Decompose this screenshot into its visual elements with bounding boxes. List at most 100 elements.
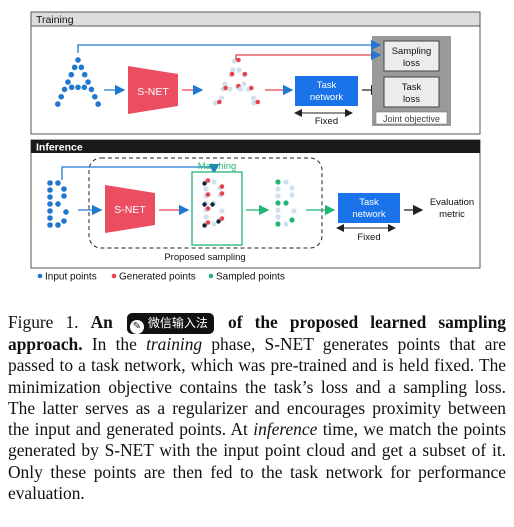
generated-point bbox=[223, 85, 228, 91]
faded-point bbox=[275, 214, 281, 220]
training-panel: Training S-NET Task network Fixed Sampli… bbox=[30, 11, 481, 135]
faded-point bbox=[291, 208, 297, 214]
caption-prefix: Figure 1. bbox=[8, 312, 91, 332]
matched-point bbox=[202, 223, 207, 228]
faded-point bbox=[251, 100, 257, 106]
generated-point bbox=[205, 178, 211, 183]
input-point bbox=[78, 64, 85, 71]
faded-point bbox=[283, 179, 289, 185]
input-point bbox=[68, 84, 75, 91]
input-point bbox=[55, 101, 61, 107]
faded-point bbox=[237, 86, 244, 92]
inference-header: Inference bbox=[36, 142, 83, 154]
watermark-logo-icon: ✎ bbox=[129, 320, 144, 334]
faded-point bbox=[203, 214, 209, 220]
input-point bbox=[88, 86, 95, 93]
matched-point bbox=[202, 202, 207, 207]
faded-point bbox=[203, 186, 209, 192]
input-point bbox=[92, 93, 98, 100]
sampled-point bbox=[275, 221, 281, 227]
generated-point bbox=[219, 191, 225, 196]
input-point bbox=[65, 79, 71, 85]
inference-task-network-label-1: Task bbox=[359, 197, 379, 208]
input-point bbox=[81, 71, 88, 78]
training-input-to-loss-arrow bbox=[77, 39, 382, 53]
task-loss-label-1: Task bbox=[402, 82, 422, 93]
figure-caption: Figure 1. An ✎微信输入法 of the proposed lear… bbox=[8, 312, 506, 504]
faded-point bbox=[289, 192, 295, 198]
faded-point bbox=[227, 86, 233, 92]
input-point bbox=[55, 180, 61, 186]
sampling-loss-box bbox=[383, 40, 440, 72]
input-point bbox=[75, 84, 81, 91]
training-header: Training bbox=[36, 14, 74, 26]
faded-point bbox=[236, 67, 242, 73]
caption-text-3: time, we match the points generated by S… bbox=[8, 419, 506, 504]
faded-point bbox=[241, 81, 247, 87]
proposed-sampling-box bbox=[88, 157, 323, 249]
evaluation-metric-label-1: Evaluation bbox=[430, 197, 474, 208]
proposed-sampling-label: Proposed sampling bbox=[164, 252, 245, 263]
input-point bbox=[47, 222, 53, 228]
legend-sampled-points: Sampled points bbox=[216, 272, 285, 283]
legend-generated-points: Generated points bbox=[119, 272, 196, 283]
inference-task-network bbox=[338, 193, 400, 223]
sampled-points bbox=[275, 179, 297, 227]
faded-point bbox=[211, 179, 217, 185]
input-point bbox=[47, 208, 53, 214]
watermark-text: 微信输入法 bbox=[147, 316, 208, 330]
input-point bbox=[68, 71, 75, 78]
generated-point bbox=[219, 216, 225, 221]
training-fixed-label: Fixed bbox=[315, 116, 338, 127]
faded-point bbox=[275, 207, 281, 213]
faded-point bbox=[289, 185, 295, 191]
faded-point bbox=[283, 221, 289, 227]
input-point bbox=[61, 218, 67, 224]
input-point bbox=[61, 193, 67, 199]
sampled-point bbox=[275, 179, 281, 185]
sampled-point bbox=[283, 200, 289, 206]
input-point bbox=[55, 201, 61, 207]
faded-point bbox=[219, 208, 225, 214]
generated-point bbox=[205, 220, 211, 225]
input-point bbox=[71, 64, 78, 71]
training-generated-points bbox=[212, 57, 260, 106]
generated-point bbox=[229, 71, 235, 77]
inference-snet-block bbox=[105, 185, 155, 233]
input-point bbox=[63, 209, 69, 215]
input-point bbox=[47, 201, 53, 207]
generated-point bbox=[205, 206, 211, 211]
input-point bbox=[55, 222, 61, 228]
training-task-network bbox=[295, 76, 358, 106]
matched-point bbox=[210, 202, 215, 207]
inference-panel: Inference Proposed sampling S-NET Matchi… bbox=[30, 139, 481, 269]
faded-point bbox=[250, 95, 257, 101]
matching-label: Matching bbox=[198, 161, 237, 172]
input-point bbox=[61, 186, 67, 192]
legend-input-points: Input points bbox=[45, 272, 97, 283]
matched-point bbox=[216, 219, 221, 224]
training-snet-label: S-NET bbox=[137, 86, 169, 98]
input-point bbox=[75, 57, 81, 63]
input-point bbox=[47, 180, 53, 186]
input-point bbox=[47, 194, 53, 200]
input-point bbox=[81, 84, 88, 91]
evaluation-metric-label-2: metric bbox=[439, 209, 465, 220]
caption-text-1: In the bbox=[82, 334, 147, 354]
task-loss-label-2: loss bbox=[403, 94, 420, 105]
faded-point bbox=[218, 95, 225, 101]
generated-point bbox=[255, 99, 260, 105]
training-generated-to-loss-arrow bbox=[235, 49, 382, 61]
input-point bbox=[61, 86, 68, 93]
faded-point bbox=[212, 100, 218, 106]
generated-point bbox=[242, 71, 248, 77]
watermark-badge: ✎微信输入法 bbox=[126, 313, 214, 334]
training-task-network-label-2: network bbox=[310, 92, 344, 103]
input-point bbox=[58, 93, 64, 100]
joint-objective-label: Joint objective bbox=[383, 114, 440, 124]
matched-point bbox=[202, 181, 207, 186]
input-point bbox=[47, 187, 53, 193]
generated-point bbox=[219, 184, 225, 189]
faded-point bbox=[275, 186, 281, 192]
generated-point bbox=[236, 57, 241, 63]
